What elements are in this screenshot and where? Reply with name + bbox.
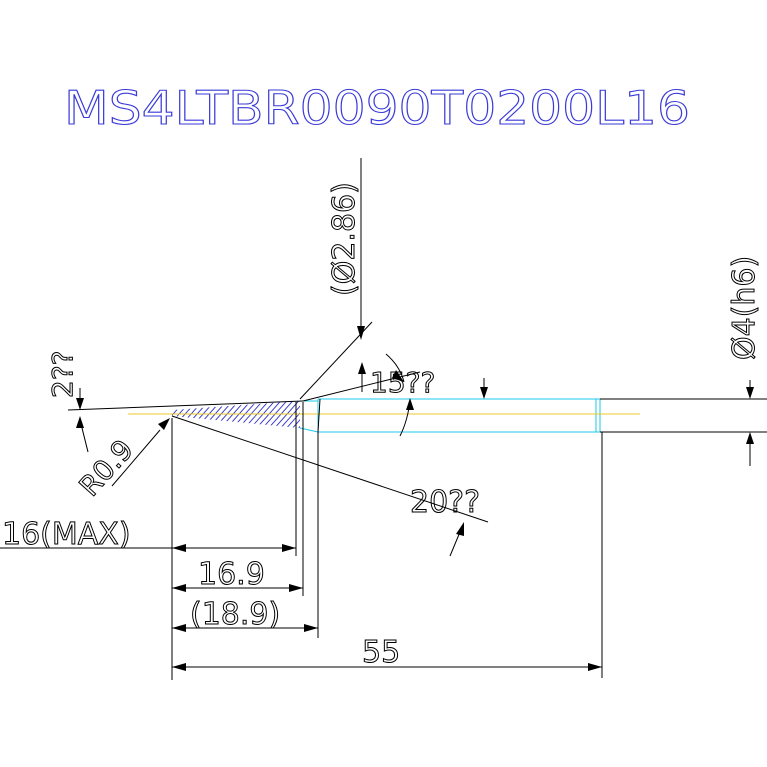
dimension-lines bbox=[0, 158, 754, 680]
chamfer-angle-label: 15?? bbox=[370, 366, 435, 399]
tip-radius-label: R0.9 bbox=[73, 433, 140, 503]
taper-angle-label: 2?? bbox=[46, 350, 79, 398]
overall-length-label: 55 bbox=[362, 635, 400, 670]
neck-diameter-label: (Ø2.86) bbox=[327, 182, 362, 296]
shank-diameter-label: Ø4(h6) bbox=[727, 256, 762, 360]
neck-length-label: 16.9 bbox=[198, 557, 265, 592]
lower-angle-label: 20?? bbox=[410, 485, 480, 520]
neck-length-ref-label: (18.9) bbox=[190, 597, 280, 632]
effective-length-label: 16(MAX) bbox=[2, 517, 131, 552]
part-number-title: MS4LTBR0090T0200L16 bbox=[64, 81, 690, 135]
